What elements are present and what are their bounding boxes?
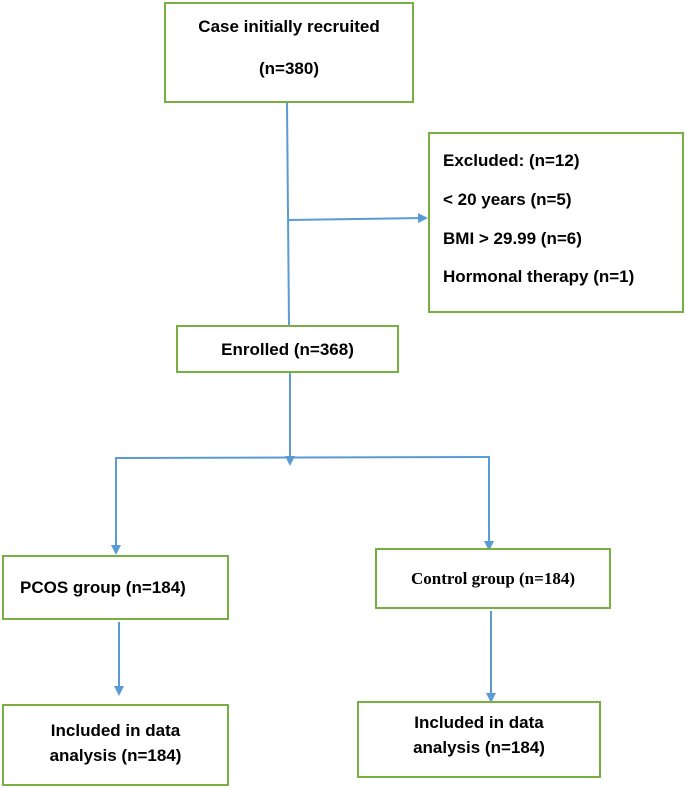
arrow-to-excluded [287,213,428,224]
split-line [114,456,491,459]
arrow-recruited-to-enrolled [286,102,290,327]
recruited-line1: Case initially recruited [198,17,380,36]
control-included-line2: analysis (n=184) [413,738,545,757]
pcos-included-line1: Included in data [50,721,181,740]
recruited-line2: (n=380) [259,59,319,78]
pcos-label: PCOS group (n=184) [20,578,186,597]
pcos-box: PCOS group (n=184) [2,555,229,620]
control-box: Control group (n=184) [375,548,611,609]
recruited-box: Case initially recruited (n=380) [164,2,414,103]
enrolled-label: Enrolled (n=368) [221,340,354,359]
excluded-title: Excluded: (n=12) [443,151,580,170]
pcos-included-box: Included in data analysis (n=184) [2,704,229,786]
excluded-reason-hormonal: Hormonal therapy (n=1) [443,267,635,286]
control-label: Control group (n=184) [411,569,575,588]
control-included-line1: Included in data [414,713,544,732]
control-included-box: Included in data analysis (n=184) [357,701,601,778]
excluded-reason-age: < 20 years (n=5) [443,190,572,209]
excluded-reason-bmi: BMI > 29.99 (n=6) [443,229,582,248]
pcos-included-line2: analysis (n=184) [49,746,182,765]
excluded-box: Excluded: (n=12) < 20 years (n=5) BMI > … [428,132,684,313]
enrolled-box: Enrolled (n=368) [176,325,399,373]
